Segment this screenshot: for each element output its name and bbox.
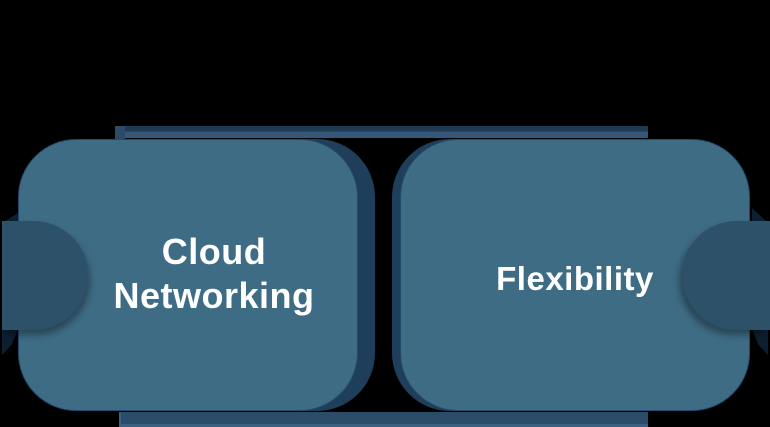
connector-bar-top [115, 126, 648, 138]
right-ribbon-fold-bottom [752, 329, 768, 355]
connector-bar-bottom [119, 412, 648, 427]
left-ribbon-fold-top [2, 213, 18, 223]
card-label-line: Cloud [161, 231, 267, 272]
connector-bar-top-stub [115, 126, 125, 141]
card-label-line: Networking [113, 275, 315, 316]
left-side-tab [2, 221, 88, 330]
card-label-flexibility: Flexibility [400, 259, 750, 299]
card-label-line: Flexibility [496, 260, 654, 297]
left-ribbon-fold-bottom [2, 329, 18, 355]
card-label-cloud-networking: Cloud Networking [64, 230, 364, 318]
right-side-tab [682, 221, 770, 330]
